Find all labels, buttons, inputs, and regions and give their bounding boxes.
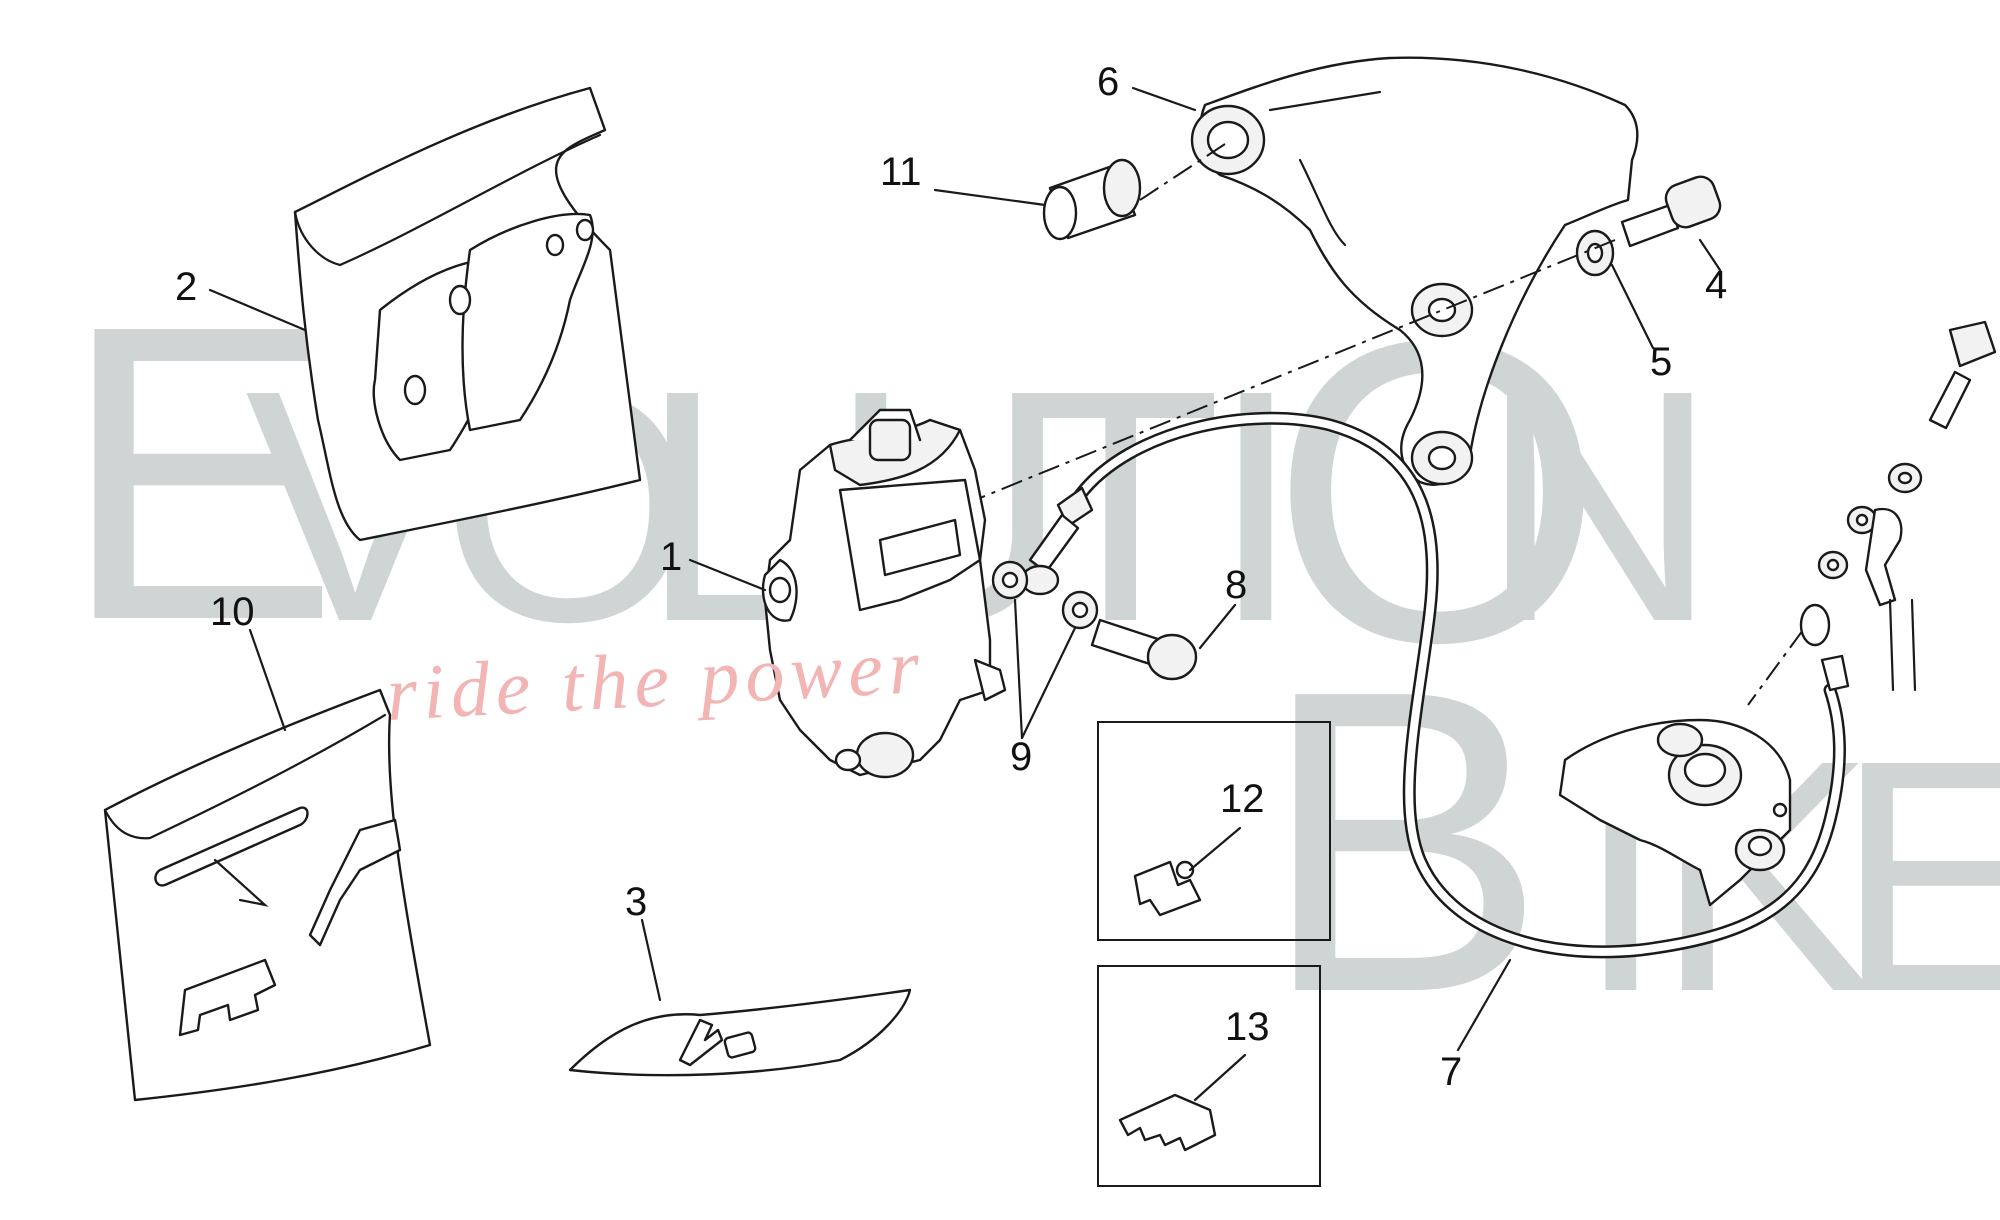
banjo-bolt-icon [1090,618,1198,681]
caliper-bracket-icon [1190,56,1639,486]
screw-icon [1620,175,1722,248]
washer-icon [1575,229,1615,277]
leader-lines [208,86,1722,1102]
part-12-frame [1097,721,1331,941]
callout-5: 5 [1650,340,1672,384]
assembly-axis-line [969,239,1616,503]
assembly-axis-line [1139,143,1226,201]
bushing-icon [1042,158,1142,241]
master-cylinder-icon [1558,718,1792,907]
brake-pads-kit-icon [293,86,642,542]
watermark-letter: I [1210,321,1302,690]
brake-caliper-icon [761,408,1007,779]
brake-hose-icon [1020,411,1850,959]
callout-6: 6 [1097,60,1119,104]
assembly-axis-line [1747,629,1804,706]
callout-11: 11 [880,150,922,194]
callout-10: 10 [210,590,255,634]
watermark-letter: B [1260,602,1547,1082]
bleed-valve-kit-icon [568,988,912,1077]
hose-clip-icon [1118,1093,1217,1152]
banjo-bolt-icon [1817,320,1997,692]
callout-1: 1 [660,535,682,579]
callout-3: 3 [625,880,647,924]
callout-12: 12 [1220,777,1265,821]
watermark-letter: N [1480,321,1718,690]
callout-7: 7 [1440,1050,1462,1094]
callout-labels: 1 2 3 4 5 6 7 8 9 10 11 12 13 [175,60,1727,1094]
callout-13: 13 [1225,1005,1270,1049]
watermark-letter: E [1835,691,2000,1060]
watermark-letter: E [60,239,340,708]
callout-9: 9 [1010,735,1032,779]
washer-icon [991,560,1099,630]
callout-4: 4 [1705,263,1727,307]
part-13-frame [1097,965,1321,1187]
callout-2: 2 [175,265,197,309]
pin-clip-kit-icon [103,688,432,1102]
hose-clip-icon [1133,860,1202,917]
callout-8: 8 [1225,563,1247,607]
